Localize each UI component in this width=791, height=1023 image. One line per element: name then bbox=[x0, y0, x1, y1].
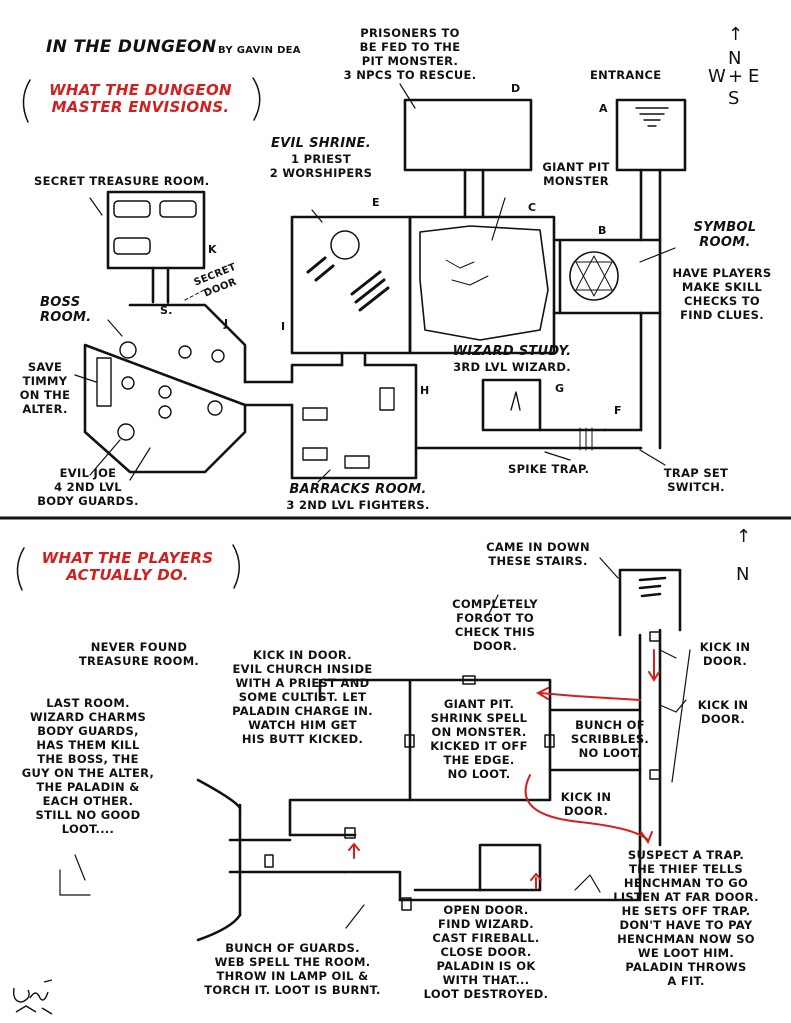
east-corridor-bottom bbox=[638, 628, 662, 847]
giant-pit-bottom-label: GIANT PIT. SHRINK SPELL ON MONSTER. KICK… bbox=[430, 697, 528, 781]
treasure-label-leader bbox=[89, 197, 103, 216]
last-room-label: LAST ROOM. WIZARD CHARMS BODY GUARDS, HA… bbox=[21, 696, 155, 836]
entrance-room bbox=[615, 98, 687, 172]
heading2-bracket-right bbox=[232, 544, 240, 589]
entrance-label: ENTRANCE bbox=[590, 68, 662, 82]
heading2-bracket-left bbox=[16, 547, 25, 591]
room-letter-s: S. bbox=[160, 304, 173, 317]
treasure-corridor bbox=[151, 266, 170, 304]
bottom-heading: WHAT THE PLAYERS ACTUALLY DO. bbox=[41, 549, 214, 584]
giant-pit-label: GIANT PIT MONSTER bbox=[542, 160, 610, 188]
corridor-east bbox=[639, 168, 662, 450]
corridor-b bbox=[552, 238, 642, 315]
artist-signature bbox=[12, 979, 53, 1015]
wizard-study-desc: 3RD LVL WIZARD. bbox=[453, 360, 571, 374]
symbol-room bbox=[558, 238, 662, 315]
room-letter-e: E bbox=[372, 196, 380, 209]
save-timmy-label: SAVE TIMMY ON THE ALTER. bbox=[19, 360, 71, 416]
heading-bracket-right bbox=[252, 77, 261, 121]
symbol-room-desc: HAVE PLAYERS MAKE SKILL CHECKS TO FIND C… bbox=[672, 266, 772, 322]
players-path bbox=[348, 649, 660, 889]
prisoners-label: PRISONERS TO BE FED TO THE PIT MONSTER. … bbox=[343, 26, 477, 82]
spike-trap-label: SPIKE TRAP. bbox=[508, 462, 590, 476]
kick-door-1: KICK IN DOOR. bbox=[699, 640, 751, 668]
stairs-label: CAME IN DOWN THESE STAIRS. bbox=[486, 540, 590, 568]
corridor-f bbox=[414, 428, 607, 450]
compass-bottom-n: N bbox=[736, 564, 750, 585]
symbol-room-title: SYMBOL ROOM. bbox=[693, 220, 757, 250]
compass-e: E bbox=[748, 66, 760, 87]
corridor-boss-barracks bbox=[243, 380, 294, 407]
corridor-west-bottom bbox=[228, 803, 347, 917]
kick-door-3: KICK IN DOOR. bbox=[560, 790, 612, 818]
compass-w: W bbox=[708, 66, 727, 87]
secret-treasure-label: SECRET TREASURE ROOM. bbox=[34, 174, 210, 188]
treasure-room bbox=[106, 190, 206, 270]
kick-door-2: KICK IN DOOR. bbox=[697, 698, 749, 726]
barracks-desc: 3 2ND LVL FIGHTERS. bbox=[286, 498, 430, 512]
evil-shrine-desc: 1 PRIEST 2 WORSHIPERS bbox=[269, 152, 373, 180]
wizard-study-title: WIZARD STUDY. bbox=[452, 344, 572, 359]
room-letter-g: G bbox=[555, 382, 565, 395]
evil-shrine-title: EVIL SHRINE. bbox=[271, 136, 371, 151]
byline: BY GAVIN DEA bbox=[218, 45, 301, 56]
compass-cross: + bbox=[728, 66, 744, 87]
room-letter-h: H bbox=[420, 384, 430, 397]
compass-n: N bbox=[728, 48, 742, 69]
boss-room-label: BOSS ROOM. bbox=[40, 295, 92, 325]
boss-room-wall bbox=[83, 303, 247, 474]
pit-room-bottom bbox=[408, 678, 552, 802]
room-letter-k: K bbox=[208, 243, 217, 256]
never-found-label: NEVER FOUND TREASURE ROOM. bbox=[78, 640, 200, 668]
pit-outline bbox=[419, 225, 549, 341]
heading-bracket-left bbox=[22, 79, 31, 123]
evil-shrine-room bbox=[290, 215, 412, 355]
barracks-room bbox=[290, 363, 418, 480]
compass-s: S bbox=[728, 88, 740, 109]
guards-label: BUNCH OF GUARDS. WEB SPELL THE ROOM. THR… bbox=[204, 941, 381, 997]
room-letter-d: D bbox=[511, 82, 521, 95]
church-room-bottom bbox=[288, 678, 412, 837]
compass-bottom-arrow: ↑ bbox=[736, 526, 752, 547]
open-door-label: OPEN DOOR. FIND WIZARD. CAST FIREBALL. C… bbox=[423, 903, 549, 1001]
evil-joe-label: EVIL JOE 4 2ND LVL BODY GUARDS. bbox=[37, 466, 139, 508]
wizard-room-bottom bbox=[478, 843, 542, 892]
pit-monster-room bbox=[408, 215, 556, 355]
room-letter-i: I bbox=[281, 320, 286, 333]
room-letter-f: F bbox=[614, 404, 622, 417]
evil-church-label: KICK IN DOOR. EVIL CHURCH INSIDE WITH A … bbox=[232, 648, 373, 746]
prisoners-room bbox=[403, 98, 533, 172]
forgot-door-label: COMPLETELY FORGOT TO CHECK THIS DOOR. bbox=[452, 597, 538, 653]
stairs-room bbox=[618, 568, 682, 637]
suspect-trap-label: SUSPECT A TRAP. THE THIEF TELLS HENCHMAN… bbox=[613, 848, 759, 988]
scribbles-label: BUNCH OF SCRIBBLES. NO LOOT. bbox=[570, 718, 650, 760]
room-letter-j: J bbox=[224, 317, 229, 330]
page-title: IN THE DUNGEON bbox=[46, 37, 217, 57]
top-heading: WHAT THE DUNGEON MASTER ENVISIONS. bbox=[49, 81, 232, 116]
barracks-title: BARRACKS ROOM. bbox=[289, 482, 427, 497]
room-letter-a: A bbox=[599, 102, 608, 115]
room-letter-b: B bbox=[598, 224, 607, 237]
room-letter-c: C bbox=[528, 201, 537, 214]
compass-n-arrow: ↑ bbox=[728, 24, 744, 45]
trap-switch-label: TRAP SET SWITCH. bbox=[663, 466, 729, 494]
wizard-study-room bbox=[481, 378, 542, 432]
